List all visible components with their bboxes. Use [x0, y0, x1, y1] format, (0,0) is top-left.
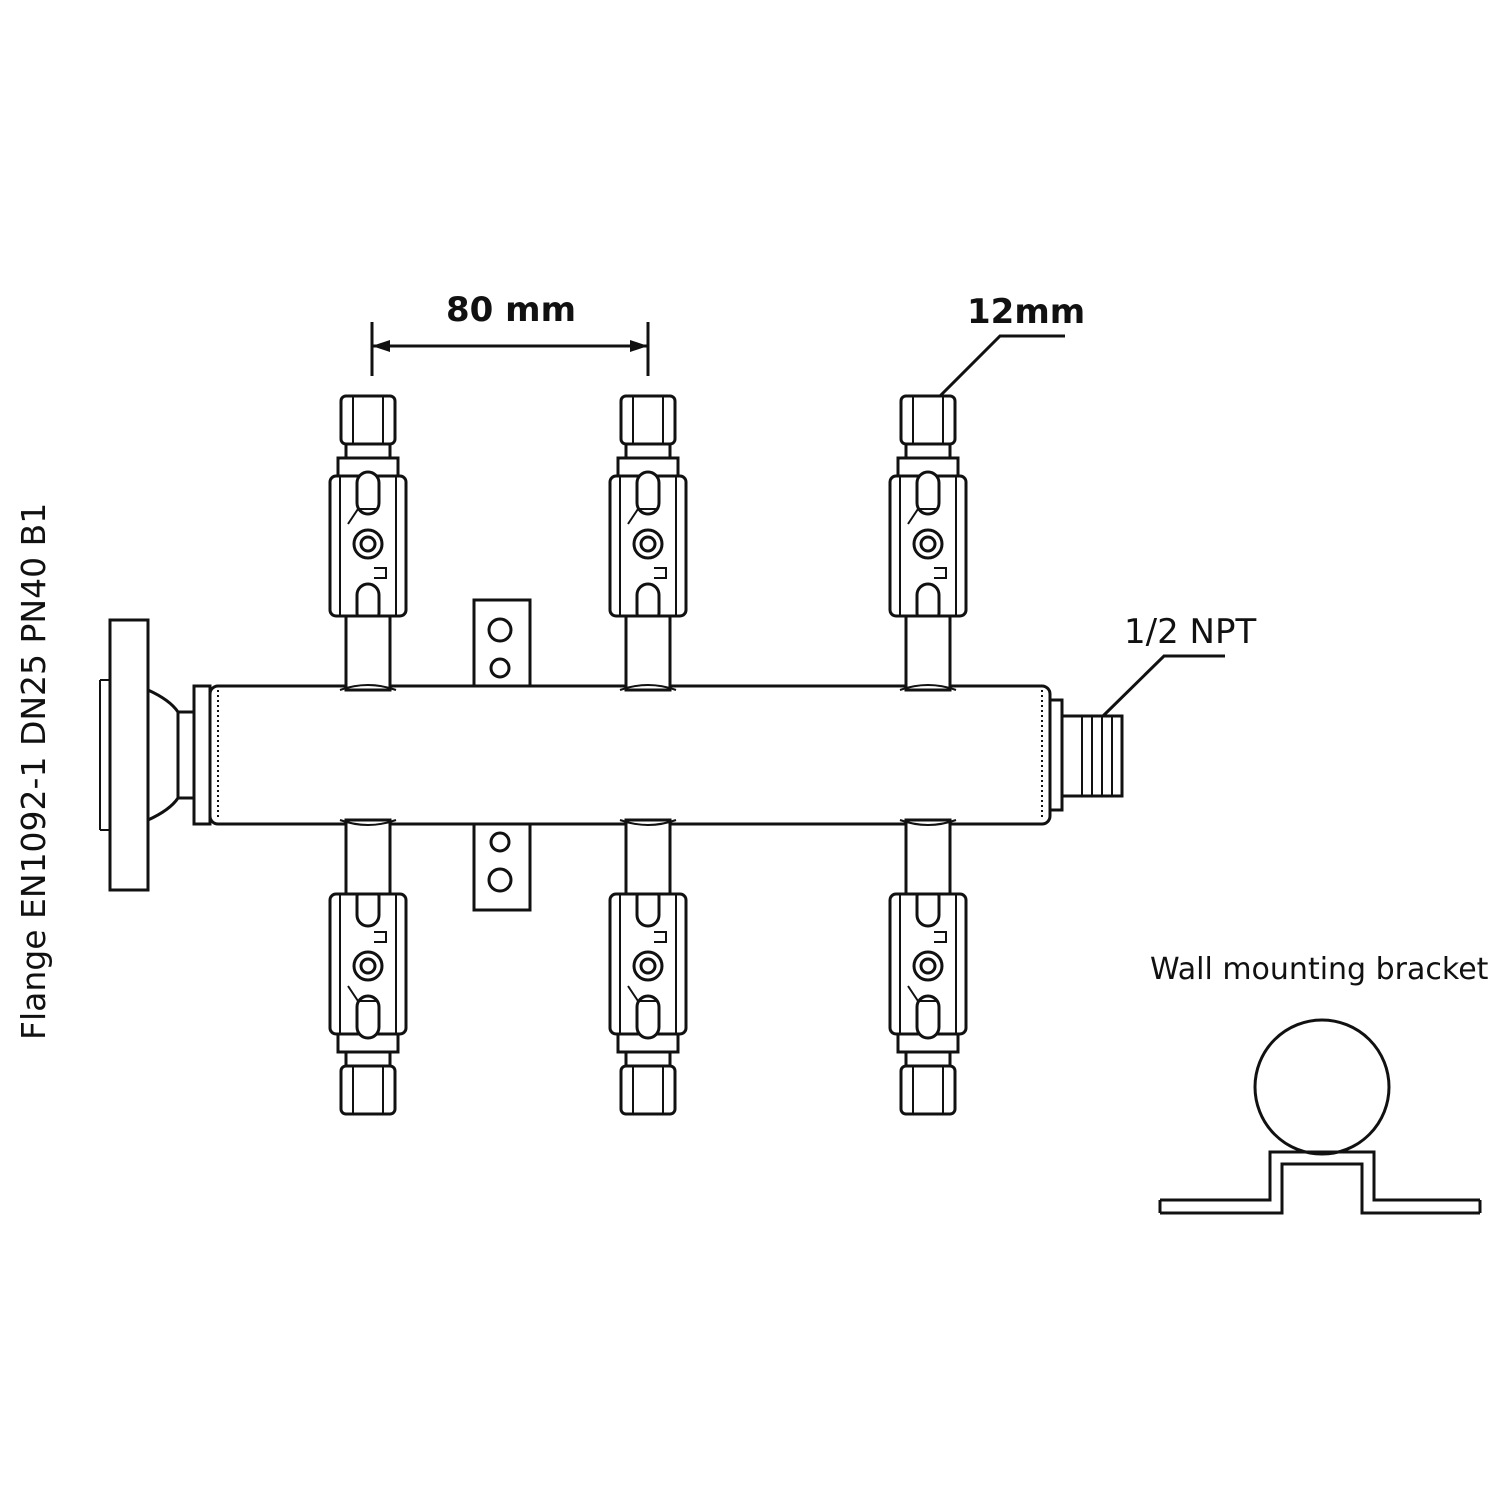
- valve-top-2: [608, 394, 688, 692]
- valve-bottom-3: [888, 818, 968, 1116]
- bracket-detail: [1158, 1018, 1482, 1215]
- valve-top-3: [888, 394, 968, 692]
- valve-bottom-2: [608, 818, 688, 1116]
- flange: [99, 618, 212, 892]
- dimension-80mm: [370, 322, 650, 376]
- bracket-title: Wall mounting bracket: [1150, 952, 1489, 987]
- valve-bottom-1: [328, 818, 408, 1116]
- npt-outlet: [1060, 714, 1124, 798]
- tube-size-label: 12mm: [967, 292, 1086, 332]
- leader-12mm: [938, 334, 1065, 398]
- header-pipe: [208, 684, 1064, 826]
- npt-label: 1/2 NPT: [1124, 612, 1257, 652]
- valve-top-1: [328, 394, 408, 692]
- flange-label: Flange EN1092-1 DN25 PN40 B1: [14, 502, 53, 1040]
- spacing-label: 80 mm: [446, 290, 577, 330]
- mount-plate-top: [472, 598, 532, 688]
- mount-plate-bottom: [472, 822, 532, 912]
- leader-npt: [1101, 654, 1225, 718]
